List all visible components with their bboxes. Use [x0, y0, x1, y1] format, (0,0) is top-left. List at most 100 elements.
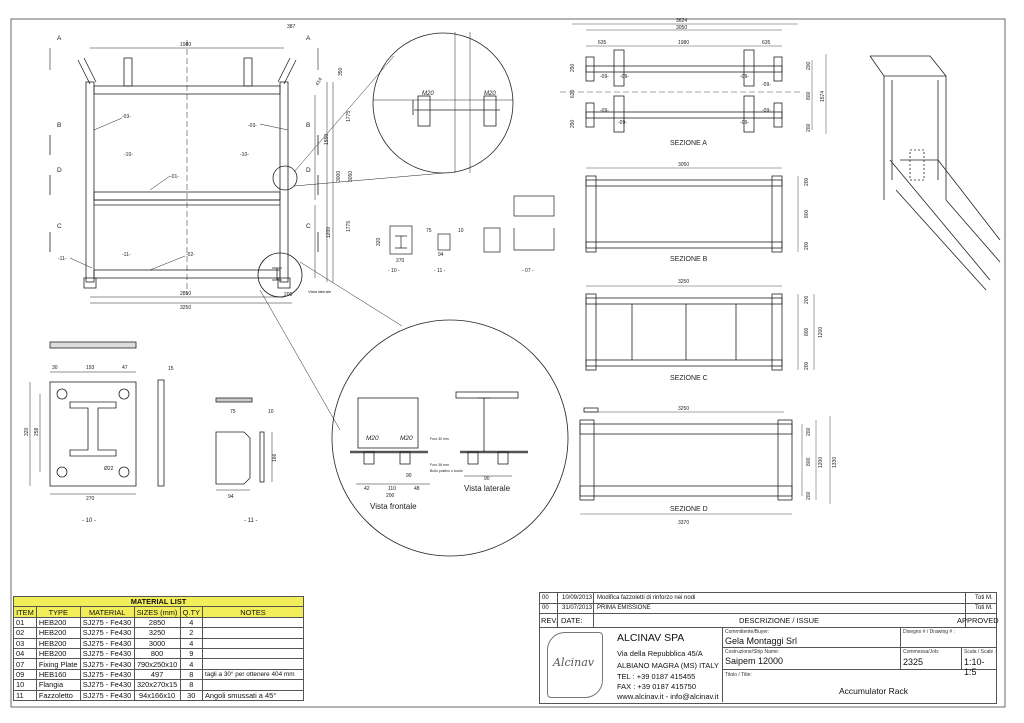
part-label: - 10 -	[82, 518, 96, 524]
bolt-label: M20	[366, 435, 379, 442]
part-label: - 11 -	[434, 268, 446, 274]
section-c-labels: 3250 200 800 200 1200 SEZIONE C	[670, 279, 824, 382]
part-callout: -09-	[740, 120, 749, 126]
section-marker: A	[306, 35, 311, 42]
buyer-label: Committente/Buyer:	[725, 629, 770, 635]
rev-2-no: 00	[542, 605, 549, 611]
address-5: www.alcinav.it - info@alcinav.it	[617, 692, 719, 701]
part-callout: -09-	[600, 108, 609, 114]
dim: 3250	[180, 305, 191, 311]
scale-label: Scala / Scale :	[964, 649, 996, 655]
dim: 15	[168, 366, 174, 372]
dim: 800	[806, 457, 812, 466]
dim: 800	[804, 209, 810, 218]
part-callout: -11-	[58, 256, 67, 262]
dim: 200	[804, 241, 810, 250]
part-callout: -03-	[248, 123, 257, 129]
dim: Ø22	[104, 466, 114, 472]
rev-1-desc: Modifica fazzoletti di rinforzo nei nodi	[597, 595, 696, 601]
bolt-detail	[257, 252, 569, 557]
section-marker: C	[57, 223, 62, 230]
section-marker: A	[57, 35, 62, 42]
desc-header: DESCRIZIONE / ISSUE	[739, 616, 820, 625]
dim: 200	[806, 123, 812, 132]
flange-detail	[29, 341, 165, 495]
part-callout: -09-	[762, 82, 771, 88]
part-callout: -09-	[620, 74, 629, 80]
bolt-label: M20	[400, 435, 413, 442]
dim: 1775	[346, 221, 352, 232]
dim: 3050	[678, 162, 689, 168]
dim: 1980	[180, 42, 191, 48]
title-label: Titolo / Title:	[725, 672, 752, 678]
section-marker: D	[306, 167, 311, 174]
logo-text: Alcinav	[553, 656, 594, 669]
part-label: - 07 -	[522, 268, 534, 274]
date-header: DATE:	[561, 616, 583, 625]
dim: 350	[338, 67, 344, 76]
flange-dims: 193 47 30 15 320 258 270 Ø22 - 10 -	[24, 365, 174, 524]
col-sizes: SIZES (mm)	[133, 606, 181, 618]
dim: 414	[315, 77, 324, 87]
note: Bullo postino o tondo	[430, 469, 463, 473]
dim: 320	[24, 427, 30, 436]
job-value: 2325	[903, 657, 924, 667]
dim: 200	[806, 427, 812, 436]
dim: 320	[376, 237, 382, 246]
section-title: SEZIONE D	[670, 506, 708, 513]
dim: 166	[272, 453, 278, 462]
dim: 193	[86, 365, 95, 371]
drawing-title: Accumulator Rack	[839, 686, 908, 696]
dim: 635	[762, 40, 771, 46]
dim: 200	[284, 292, 293, 298]
dim: 620	[570, 89, 576, 98]
dim: 3250	[678, 406, 689, 412]
dim: 200	[806, 61, 812, 70]
dim: 110	[388, 486, 396, 492]
dim: 30	[52, 365, 58, 371]
dim: 10	[268, 409, 274, 415]
dim: 47	[122, 365, 128, 371]
dim: 2850	[180, 291, 191, 297]
rev-header: REV.	[541, 616, 558, 625]
view-label: Vista frontale	[370, 502, 417, 511]
detail-circle-top	[272, 32, 514, 191]
job-label: Commessa/Job:	[903, 649, 940, 655]
title-block-frame	[539, 592, 997, 704]
part-callout: -09-	[600, 74, 609, 80]
section-b-labels: 3050 200 800 200 SEZIONE B	[670, 162, 810, 263]
detail-circle-labels: M20 M20	[422, 91, 496, 97]
title-block: 00 10/09/2013 Modifica fazzoletti di rin…	[539, 592, 999, 704]
dim: 1775	[346, 111, 352, 122]
dim: 90	[406, 473, 412, 479]
section-d	[579, 407, 831, 515]
dim: 75	[426, 228, 432, 234]
dim: 1330	[832, 457, 838, 468]
ship-label: Costruzione/Ship Name:	[725, 649, 780, 655]
part-callout: -10-	[240, 152, 249, 158]
dim: 1574	[820, 91, 826, 102]
part-callout: -10-	[124, 152, 133, 158]
dim: 387	[287, 24, 296, 30]
approved-header: APPROVED	[957, 616, 999, 625]
small-parts-labels: - 10 - - 11 - - 07 - 320 270 75 94 10	[376, 228, 534, 274]
section-d-labels: 3250 200 800 1200 1330 200 SEZIONE D 337…	[670, 406, 838, 526]
front-view	[49, 40, 334, 304]
part-callout: -03-	[122, 114, 131, 120]
section-b	[585, 167, 799, 253]
dim: 800	[806, 91, 812, 100]
address-1: Via della Repubblica 45/A	[617, 649, 703, 658]
material-list: MATERIAL LIST ITEM TYPE MATERIAL SIZES (…	[13, 595, 304, 701]
dim: 200	[804, 361, 810, 370]
dim: 270	[396, 258, 405, 264]
buyer-value: Gela Montaggi Srl	[725, 636, 798, 646]
material-list-title: MATERIAL LIST	[13, 595, 304, 608]
dim: 200	[804, 295, 810, 304]
